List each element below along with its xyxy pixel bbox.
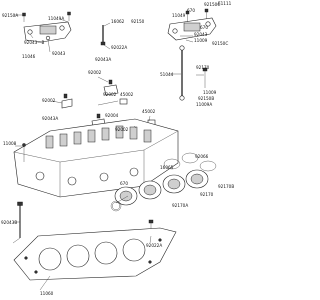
- label-670-right: 670: [200, 25, 208, 30]
- label-92170-top: 92170: [196, 65, 210, 70]
- label-92002-c: 92002: [42, 98, 56, 103]
- label-11009-right: 11009: [203, 90, 217, 95]
- label-16065: 16065: [160, 165, 174, 170]
- label-45002-top: 45002: [120, 92, 134, 97]
- head-bolt-92043B: [17, 201, 23, 238]
- label-92043A-top: 92043A: [95, 57, 111, 62]
- label-45002-right: 45002: [142, 109, 156, 114]
- label-92022A: 92022A: [111, 45, 127, 50]
- diagram-canvas: E1111: [1, 1, 234, 296]
- camshaft-cap-left: [23, 21, 72, 43]
- label-92043: 92043: [52, 51, 66, 56]
- label-11046: 11046: [22, 54, 36, 59]
- label-92043A-left: 92043A: [42, 116, 58, 121]
- label-11049: 11049: [172, 13, 186, 18]
- exploded-parts-diagram: E1111: [1, 1, 234, 296]
- cylinder-head: [13, 118, 179, 198]
- oil-pipe-51044: [179, 45, 185, 101]
- part-labels: 92150A 11049A 92043—B 11046 92043 16062 …: [1, 2, 234, 296]
- head-gasket-11060: [13, 227, 177, 281]
- label-11060: 11060: [40, 291, 54, 296]
- label-92150C-right: 92150C: [212, 41, 228, 46]
- label-92170B: 92170B: [218, 184, 234, 189]
- label-11049A: 11049A: [48, 16, 64, 21]
- label-670-top: 670: [187, 8, 195, 13]
- label-51044: 51044: [160, 72, 174, 77]
- label-92002-a: 92002: [88, 70, 102, 75]
- label-92022A-lower: 92022A: [146, 243, 162, 248]
- label-92043-right: 92043: [194, 32, 208, 37]
- valve-bores: [45, 125, 152, 149]
- label-92043-B: 92043—B: [24, 40, 45, 45]
- head-bolt-11008: [22, 143, 26, 162]
- label-92170-right: 92170: [200, 192, 214, 197]
- intake-holders: [114, 169, 209, 206]
- label-670-lower: 670: [120, 181, 128, 186]
- o-ring-92066: [110, 200, 122, 212]
- label-92002-d: 92002: [115, 127, 129, 132]
- label-92004: 92004: [105, 113, 119, 118]
- stud-bolt-16062: [100, 25, 106, 46]
- label-11009A: 11009A: [196, 102, 212, 107]
- label-92043B: 92043B: [1, 220, 17, 225]
- bracket-92002-left: [61, 93, 73, 109]
- page-reference: E1111: [218, 1, 232, 6]
- label-92150: 92150: [131, 19, 145, 24]
- label-92170A: 92170A: [172, 203, 188, 208]
- camshaft-cap-right: [167, 8, 217, 41]
- label-92150A: 92150A: [2, 13, 18, 18]
- label-92150C-top: 92150C: [204, 2, 220, 7]
- bolts-left-top: [22, 11, 71, 22]
- bracket-92002-center: [103, 79, 119, 96]
- label-92002-b: 92002: [103, 92, 117, 97]
- label-11009-top: 11009: [194, 38, 208, 43]
- label-92066: 92066: [195, 154, 209, 159]
- banjo-bolt-92170: [202, 67, 208, 88]
- label-16062: 16062: [111, 19, 125, 24]
- leader-lines: [12, 14, 204, 291]
- label-92150B: 92150B: [198, 96, 214, 101]
- hose-clamps: [163, 152, 217, 172]
- label-11008: 11008: [3, 141, 17, 146]
